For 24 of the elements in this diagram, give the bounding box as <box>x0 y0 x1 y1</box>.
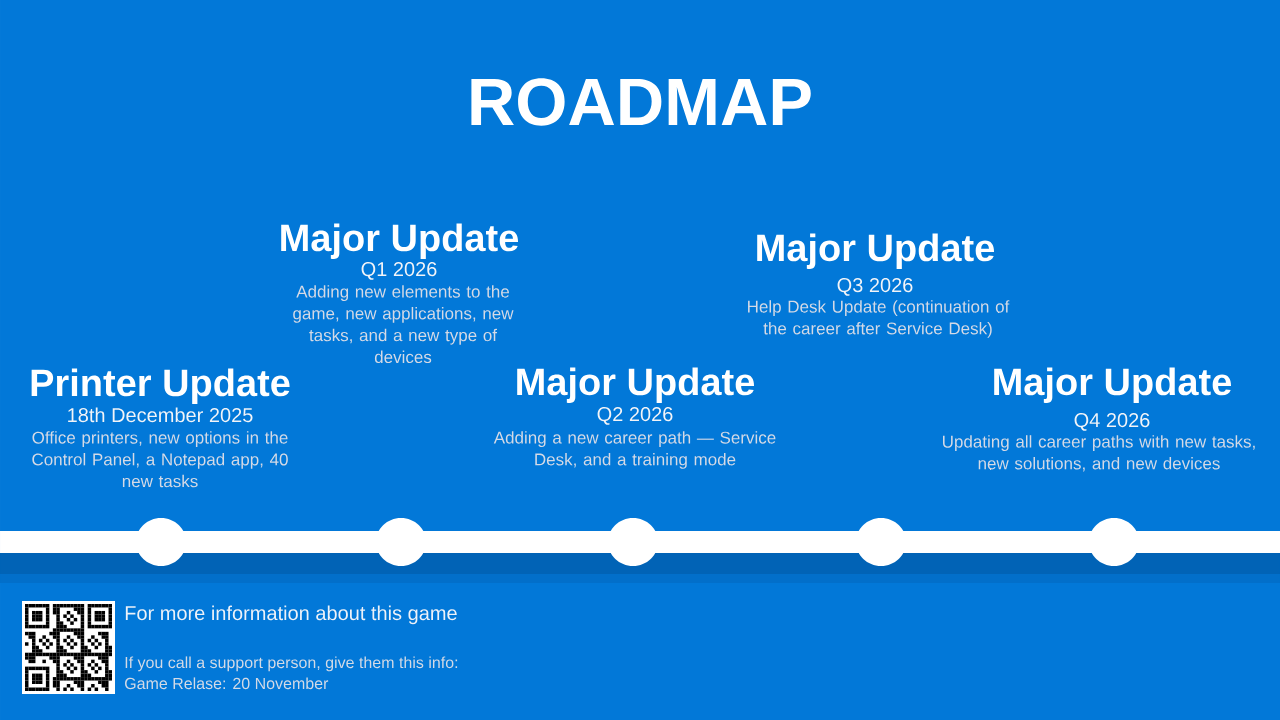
milestone-date: Q4 2026 <box>1074 413 1150 431</box>
milestone-date: Q3 2026 <box>837 278 913 296</box>
milestone-description: Adding a new career path — Service Desk, and a training mode <box>493 431 776 469</box>
title: ROADMAP <box>471 78 811 126</box>
milestone-description: Updating all career paths with new tasks, new solutions, and new devices <box>943 435 1255 472</box>
timeline-dot <box>376 518 426 566</box>
milestone-heading: Major Update <box>757 233 994 269</box>
timeline-dot <box>1089 518 1139 566</box>
milestone-description: Adding new elements to the game, new applications, new tasks, and a new type of devices <box>293 285 514 364</box>
note-text: If you call a support person, give them this info: <box>125 656 458 672</box>
note-text: Game Relase: 20 November <box>125 677 329 690</box>
timeline-dot <box>608 518 658 566</box>
milestone-heading: Printer Update <box>31 368 290 404</box>
milestone-heading: Major Update <box>517 367 754 403</box>
milestone-description: Office printers, new options in the Control Panel, a Notepad app, 40 new tasks <box>32 431 288 488</box>
milestone-heading: Major Update <box>281 223 519 259</box>
milestone-description: Help Desk Update (continuation of the career after Service Desk) <box>748 300 1010 338</box>
timeline-dot <box>856 518 906 566</box>
milestone-date: Q1 2026 <box>361 262 437 280</box>
milestone-date: Q2 2026 <box>597 407 673 425</box>
info-text: For more information about this game <box>125 605 457 625</box>
milestone-date: 18th December 2025 <box>68 407 253 423</box>
milestone-heading: Major Update <box>994 367 1231 403</box>
timeline-dot <box>136 518 186 566</box>
